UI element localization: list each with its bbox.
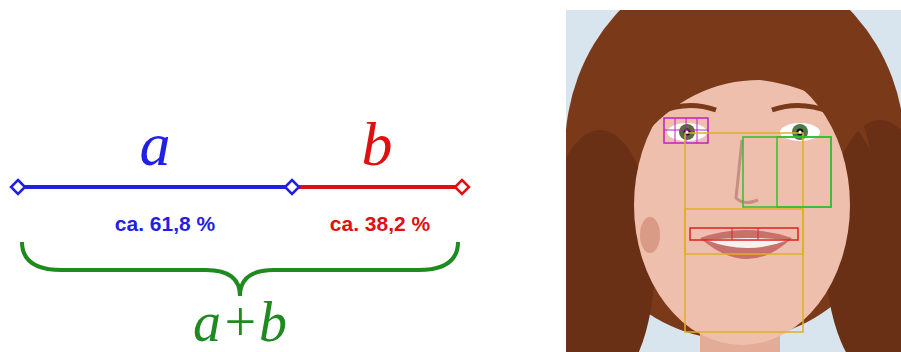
percentage-label: ca. 61,8 %	[115, 213, 215, 234]
face-photo	[566, 10, 901, 352]
percentage-label: ca. 38,2 %	[330, 213, 430, 234]
segment-a	[18, 185, 292, 189]
endpoint-diamond	[285, 180, 299, 194]
endpoint-diamond	[11, 180, 25, 194]
endpoint-diamond	[455, 180, 469, 194]
sum-label: a+b	[193, 294, 287, 350]
curly-brace	[22, 242, 458, 296]
segment-name: a	[140, 113, 171, 175]
segment-name: b	[362, 113, 393, 175]
segment-b	[292, 185, 462, 189]
